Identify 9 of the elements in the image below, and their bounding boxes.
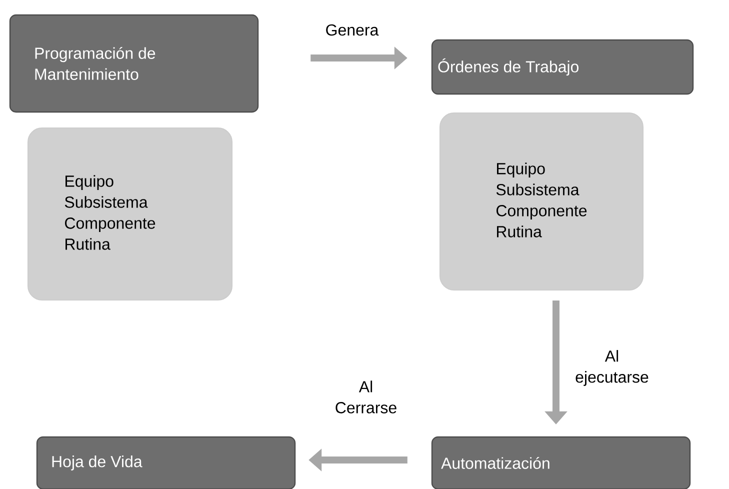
process-box: Órdenes de Trabajo	[431, 39, 694, 95]
process-box: Automatización	[431, 436, 691, 489]
edge-label: Al Cerrarse	[336, 380, 396, 414]
list-box: Equipo Subsistema Componente Rutina	[28, 128, 232, 300]
process-box: Hoja de Vida	[36, 436, 296, 489]
process-box: Programación de Mantenimiento	[9, 14, 259, 113]
edge-label: Al ejecutarse	[576, 350, 648, 386]
edge-label: Genera	[326, 24, 379, 36]
list-box: Equipo Subsistema Componente Rutina	[440, 112, 644, 290]
